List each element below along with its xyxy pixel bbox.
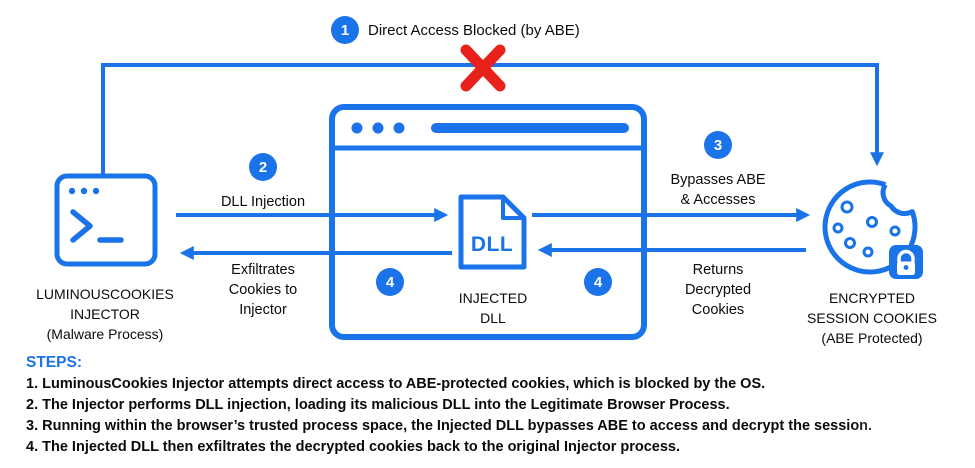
injected-dll-label: INJECTED DLL [458,290,528,326]
step-item-1: 1. LuminousCookies Injector attempts dir… [26,376,766,392]
step1-badge: 1 [331,16,359,44]
steps-section: STEPS: 1. LuminousCookies Injector attem… [26,352,970,458]
step4-exfiltration-label: Exfiltrates Cookies to Injector [228,262,298,318]
step2-label: DLL Injection [220,194,306,210]
step3-label: Bypasses ABE & Accesses [670,172,766,208]
step-item-2: 2. The Injector performs DLL injection, … [26,397,730,413]
step-item-4: 4. The Injected DLL then exfiltrates the… [26,439,681,455]
step3-badge: 3 [704,131,732,159]
dll-icon-text: DLL [471,233,513,256]
cookies-label: ENCRYPTED SESSION COOKIES (ABE Protected… [807,290,937,346]
browser-window-dots [351,122,405,134]
step-item-3: 3. Running within the browser’s trusted … [26,418,873,434]
steps-title: STEPS: [26,354,82,371]
cookie-icon [822,179,923,279]
step4-right-badge: 4 [584,268,612,296]
lock-icon [889,245,923,279]
injector-label: LUMINOUSCOOKIES INJECTOR (Malware Proces… [36,286,174,342]
terminal-icon [54,173,158,267]
blocked-x-icon [460,44,506,92]
dll-document-icon: DLL [458,194,527,270]
step2-badge: 2 [249,153,277,181]
step1-label: Direct Access Blocked (by ABE) [368,22,580,39]
step4-left-badge: 4 [376,268,404,296]
cookie-chips [832,200,901,258]
step4-returns-label: Returns Decrypted Cookies [684,262,752,318]
